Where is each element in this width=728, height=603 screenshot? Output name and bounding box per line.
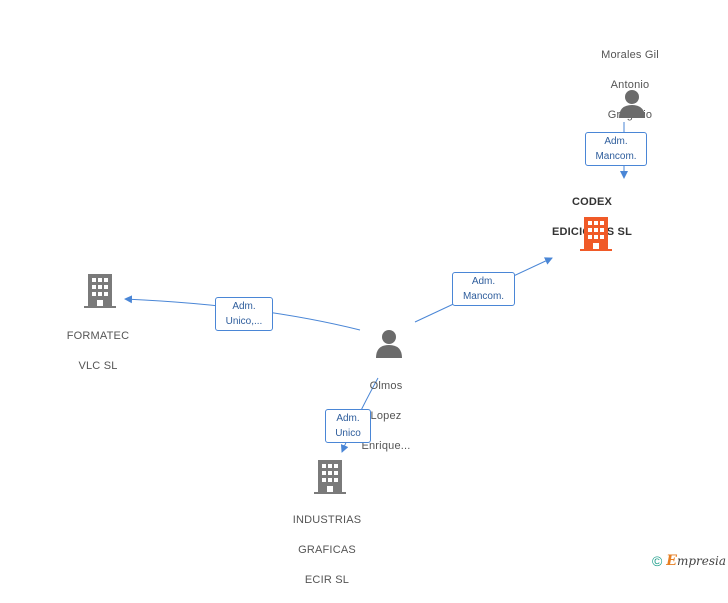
node-industrias-line-1: INDUSTRIAS <box>292 514 362 526</box>
edge-label-line-1: Adm. <box>604 136 628 147</box>
node-morales-line-1: Morales Gil <box>601 49 659 61</box>
edge-label-line-1: Adm. <box>471 276 496 287</box>
edge-label-olmos-codex[interactable]: Adm. Mancom. <box>452 272 515 306</box>
node-codex-line-1: CODEX <box>571 196 613 208</box>
node-olmos-line-2: Lopez <box>370 410 402 422</box>
node-formatec-line-2: VLC SL <box>78 360 118 372</box>
edge-label-olmos-industrias[interactable]: Adm. Unico <box>325 409 371 443</box>
edge-label-line-1: Adm. <box>336 413 360 424</box>
edge-label-line-2: Unico,... <box>225 316 263 327</box>
building-icon[interactable] <box>84 274 116 308</box>
node-olmos-line-1: Olmos <box>369 380 403 392</box>
copyright-icon: © <box>651 553 663 569</box>
node-industrias-line-2: GRAFICAS <box>298 544 356 556</box>
brand-name: mpresia <box>676 554 726 568</box>
node-olmos-line-3: Enrique... <box>361 440 411 452</box>
building-icon[interactable] <box>314 460 346 494</box>
node-industrias-line-3: ECIR SL <box>304 574 350 586</box>
edge-label-line-2: Unico <box>335 428 361 439</box>
person-icon[interactable] <box>374 328 404 358</box>
edge-label-line-1: Adm. <box>232 301 256 312</box>
edge-label-morales-codex[interactable]: Adm. Mancom. <box>585 132 647 166</box>
brand-initial: E <box>666 553 677 569</box>
node-olmos-label[interactable]: Olmos Lopez Enrique... <box>336 364 436 469</box>
node-morales-line-2: Antonio <box>610 79 650 91</box>
edge-label-olmos-formatec[interactable]: Adm. Unico,... <box>215 297 273 331</box>
node-formatec-label[interactable]: FORMATEC VLC SL <box>48 314 148 389</box>
empresia-logo[interactable]: © Empresia <box>652 553 726 569</box>
node-morales-label[interactable]: Morales Gil Antonio Gregorio <box>580 33 680 138</box>
node-formatec-line-1: FORMATEC <box>66 330 130 342</box>
edge-label-line-2: Mancom. <box>595 151 637 162</box>
node-industrias-label[interactable]: INDUSTRIAS GRAFICAS ECIR SL <box>277 498 377 603</box>
person-icon[interactable] <box>617 88 647 118</box>
edge-label-line-2: Mancom. <box>462 291 505 302</box>
building-icon[interactable] <box>580 217 612 251</box>
